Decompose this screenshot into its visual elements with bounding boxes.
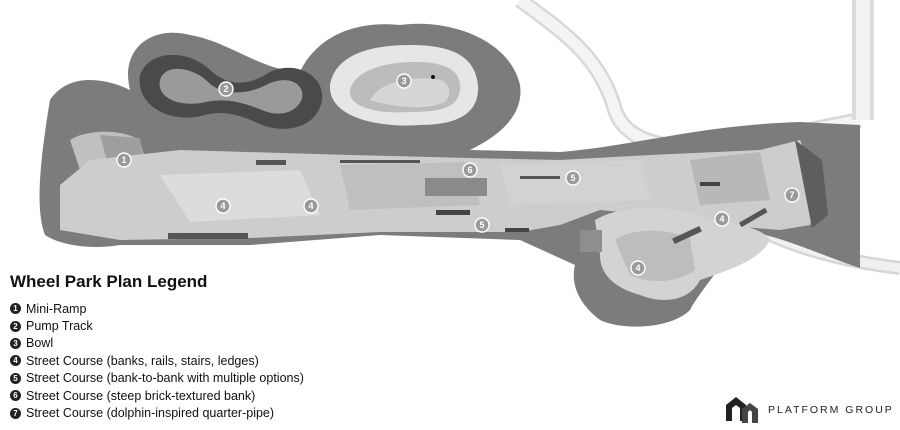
legend-item: 4 Street Course (banks, rails, stairs, le… — [10, 352, 304, 369]
legend-title: Wheel Park Plan Legend — [10, 272, 208, 291]
marker-5a: 5 — [565, 170, 581, 186]
legend-label: Bowl — [26, 336, 54, 351]
marker-5b: 5 — [474, 217, 490, 233]
legend-item: 7 Street Course (dolphin-inspired quarter… — [10, 404, 304, 421]
marker-3: 3 — [396, 73, 412, 89]
marker-4a: 4 — [215, 198, 231, 214]
svg-text:5: 5 — [570, 173, 575, 183]
lower-street-area — [580, 207, 770, 300]
marker-4d: 4 — [630, 260, 646, 276]
svg-text:4: 4 — [220, 201, 225, 211]
legend-label: Street Course (banks, rails, stairs, led… — [26, 353, 259, 368]
legend-item: 6 Street Course (steep brick-textured ban… — [10, 387, 304, 404]
legend-number-icon: 6 — [10, 390, 21, 402]
brand-logo: PLATFORM GROUP — [724, 395, 894, 425]
map-markers: 1 2 3 4 4 4 4 5 5 6 7 — [116, 73, 800, 276]
legend-number-icon: 2 — [10, 320, 21, 332]
marker-7: 7 — [784, 187, 800, 203]
legend-item: 5 Street Course (bank-to-bank with multip… — [10, 370, 304, 387]
marker-4b: 4 — [303, 198, 319, 214]
brand-name: PLATFORM GROUP — [768, 404, 894, 416]
marker-2: 2 — [218, 81, 234, 97]
svg-text:4: 4 — [635, 263, 640, 273]
legend-label: Street Course (dolphin-inspired quarter-… — [26, 406, 275, 421]
legend-item: 1 Mini-Ramp — [10, 300, 304, 317]
svg-text:4: 4 — [308, 201, 313, 211]
legend-item: 3 Bowl — [10, 335, 304, 352]
svg-text:3: 3 — [401, 76, 406, 86]
legend-label: Street Course (steep brick-textured bank… — [26, 388, 256, 403]
svg-text:7: 7 — [789, 190, 794, 200]
svg-text:6: 6 — [467, 165, 472, 175]
legend-label: Street Course (bank-to-bank with multipl… — [26, 371, 304, 386]
legend-number-icon: 1 — [10, 303, 21, 315]
legend-number-icon: 4 — [10, 355, 21, 367]
svg-text:1: 1 — [121, 155, 126, 165]
marker-4c: 4 — [714, 211, 730, 227]
marker-6: 6 — [462, 162, 478, 178]
svg-text:2: 2 — [223, 84, 228, 94]
legend-item: 2 Pump Track — [10, 317, 304, 334]
legend-number-icon: 7 — [10, 407, 21, 419]
marker-1: 1 — [116, 152, 132, 168]
legend-number-icon: 3 — [10, 337, 21, 349]
street-course-slab — [60, 140, 828, 240]
svg-text:5: 5 — [479, 220, 484, 230]
legend-label: Mini-Ramp — [26, 301, 87, 316]
legend-number-icon: 5 — [10, 372, 21, 384]
legend-label: Pump Track — [26, 319, 93, 334]
svg-text:4: 4 — [719, 214, 724, 224]
platform-group-logo-icon — [726, 397, 758, 423]
